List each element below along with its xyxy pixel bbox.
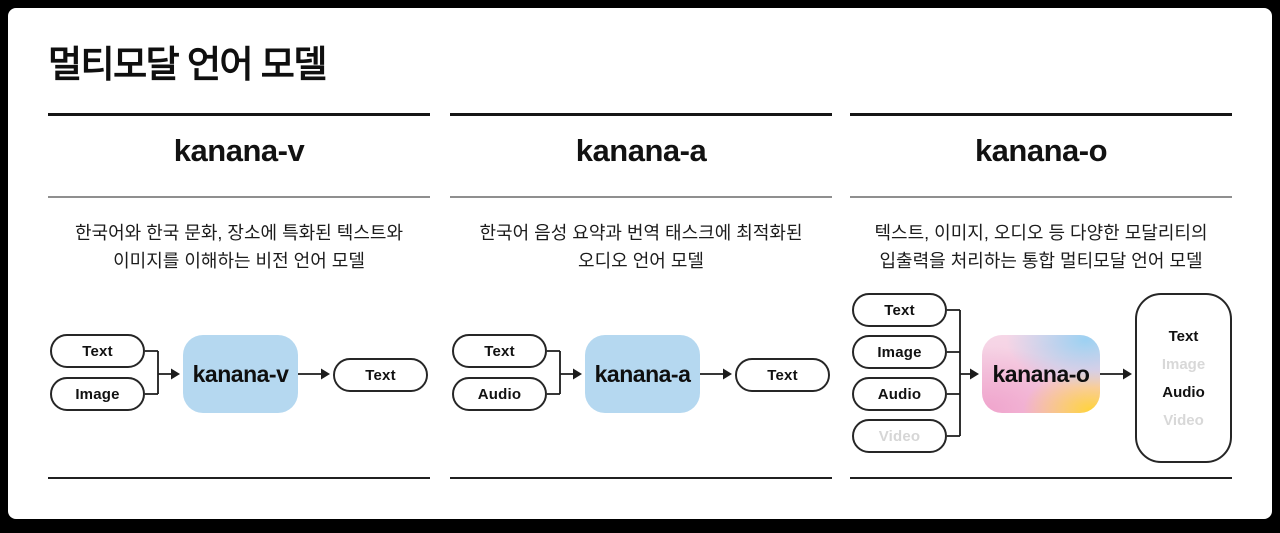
arrow-right-icon xyxy=(171,368,180,380)
description-line: 이미지를 이해하는 비전 언어 모델 xyxy=(113,251,365,271)
divider-under-heading xyxy=(48,196,430,198)
description-line: 한국어 음성 요약과 번역 태스크에 최적화된 xyxy=(479,223,803,243)
output-modalities-box: Text Image Audio Video xyxy=(1135,293,1232,463)
divider-under-heading xyxy=(850,196,1232,198)
input-pill-audio: Audio xyxy=(452,377,547,411)
model-box-kanana-a: kanana-a xyxy=(585,335,700,413)
output-label-image: Image xyxy=(1161,355,1206,373)
divider-bottom xyxy=(48,477,430,479)
input-pill-text: Text xyxy=(50,334,145,368)
output-label-text: Text xyxy=(1168,327,1199,345)
arrow-right-icon xyxy=(321,368,330,380)
model-name-heading: kanana-v xyxy=(173,133,305,168)
divider-under-heading xyxy=(450,196,832,198)
content-card: 멀티모달 언어 모델 kanana-v 한국어와 한국 문화, 장소에 특화된 … xyxy=(8,8,1272,519)
input-pill-audio: Audio xyxy=(852,377,947,411)
divider-top xyxy=(850,113,1232,116)
input-pill-text: Text xyxy=(452,334,547,368)
model-name-heading: kanana-o xyxy=(974,133,1108,168)
model-box-kanana-o: kanana-o xyxy=(982,335,1100,413)
description-line: 텍스트, 이미지, 오디오 등 다양한 모달리티의 xyxy=(874,223,1208,243)
divider-bottom xyxy=(850,477,1232,479)
output-pill-text: Text xyxy=(735,358,830,392)
arrow-right-icon xyxy=(1123,368,1132,380)
divider-bottom xyxy=(450,477,832,479)
input-pill-video: Video xyxy=(852,419,947,453)
output-label-video: Video xyxy=(1163,411,1204,429)
divider-top xyxy=(450,113,832,116)
arrow-right-icon xyxy=(970,368,979,380)
output-label-audio: Audio xyxy=(1162,383,1205,401)
model-box-kanana-v: kanana-v xyxy=(183,335,298,413)
description-line: 오디오 언어 모델 xyxy=(578,251,704,271)
arrow-right-icon xyxy=(723,368,732,380)
page-title: 멀티모달 언어 모델 xyxy=(48,44,327,85)
input-pill-text: Text xyxy=(852,293,947,327)
model-name-heading: kanana-a xyxy=(575,133,707,168)
input-pill-image: Image xyxy=(50,377,145,411)
input-pill-image: Image xyxy=(852,335,947,369)
arrow-right-icon xyxy=(573,368,582,380)
description-line: 한국어와 한국 문화, 장소에 특화된 텍스트와 xyxy=(74,223,404,243)
divider-top xyxy=(48,113,430,116)
output-pill-text: Text xyxy=(333,358,428,392)
description-line: 입출력을 처리하는 통합 멀티모달 언어 모델 xyxy=(879,251,1203,271)
